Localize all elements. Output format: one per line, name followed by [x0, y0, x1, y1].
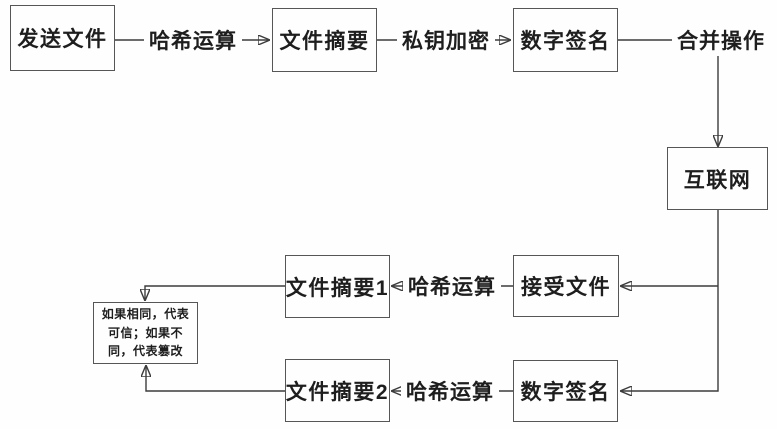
- edge-label-merge-operation: 合并操作: [672, 24, 770, 56]
- node-file-digest-2: 文件摘要2: [285, 359, 390, 422]
- edge-label-hash-top: 哈希运算: [144, 24, 242, 56]
- node-send-file: 发送文件: [10, 5, 115, 71]
- edge-label-private-key-encrypt: 私钥加密: [397, 24, 495, 56]
- node-file-digest-1: 文件摘要1: [285, 255, 390, 318]
- node-digital-signature-top: 数字签名: [513, 8, 618, 72]
- node-compare-result: 如果相同，代表可信；如果不同，代表篡改: [93, 302, 198, 364]
- node-digital-signature-bottom: 数字签名: [513, 360, 618, 422]
- edge-digest2-to-compare: [146, 366, 285, 392]
- edge-label-hash-bottom: 哈希运算: [401, 375, 499, 407]
- edge-internet-to-signature2: [621, 210, 719, 391]
- node-receive-file: 接受文件: [513, 255, 619, 317]
- edge-label-hash-middle: 哈希运算: [403, 270, 501, 302]
- edge-digest1-to-compare: [145, 285, 285, 300]
- node-internet: 互联网: [667, 147, 768, 210]
- node-file-digest: 文件摘要: [272, 8, 377, 72]
